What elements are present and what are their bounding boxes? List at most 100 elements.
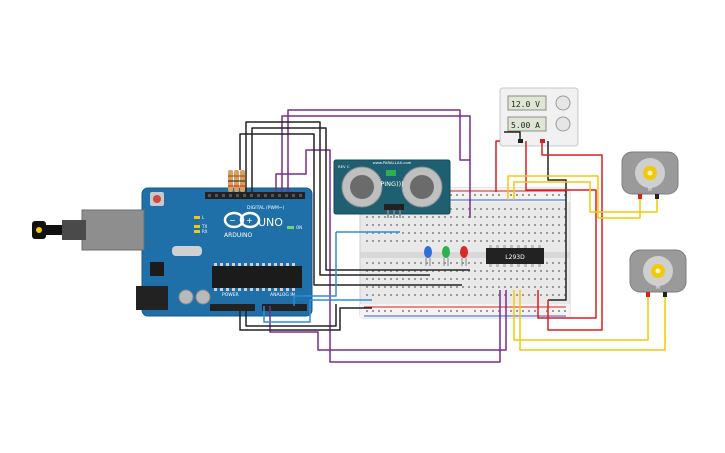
breadboard-hole bbox=[426, 216, 428, 218]
power-header[interactable] bbox=[210, 304, 255, 311]
dc-motor-1[interactable]: M bbox=[621, 151, 679, 199]
breadboard-hole bbox=[474, 286, 476, 288]
breadboard-hole bbox=[468, 294, 470, 296]
rail-hole bbox=[522, 194, 524, 196]
purple-wire bbox=[269, 290, 507, 351]
resistor-array[interactable] bbox=[228, 170, 245, 192]
breadboard-hole bbox=[540, 240, 542, 242]
dc-power-supply[interactable]: 12.0 V 5.00 A bbox=[499, 87, 579, 147]
breadboard-hole bbox=[552, 278, 554, 280]
breadboard-hole bbox=[420, 224, 422, 226]
breadboard-hole bbox=[378, 286, 380, 288]
breadboard-hole bbox=[522, 270, 524, 272]
chip-pin bbox=[220, 263, 223, 266]
breadboard-hole bbox=[480, 232, 482, 234]
rail-hole bbox=[480, 194, 482, 196]
breadboard-hole bbox=[372, 216, 374, 218]
ic-pin bbox=[496, 264, 499, 267]
voltage-knob[interactable] bbox=[555, 95, 571, 111]
rail-hole bbox=[402, 310, 404, 312]
breadboard-hole bbox=[414, 278, 416, 280]
svg-text:+: + bbox=[246, 216, 253, 225]
ic-pin bbox=[538, 245, 541, 248]
breadboard-hole bbox=[372, 262, 374, 264]
breadboard-hole bbox=[432, 240, 434, 242]
breadboard-hole bbox=[498, 240, 500, 242]
breadboard-hole bbox=[528, 208, 530, 210]
breadboard-hole bbox=[534, 224, 536, 226]
ping-ultrasonic-sensor[interactable]: PING))) www.PARALLAX.com REV C bbox=[333, 159, 451, 218]
breadboard-hole bbox=[414, 224, 416, 226]
arduino-uno-board[interactable]: − + UNO ARDUINO DIGITAL (PWM~) L TX RX O… bbox=[32, 187, 313, 317]
digital-pin bbox=[243, 194, 246, 197]
current-knob[interactable] bbox=[555, 116, 571, 132]
blue-wire bbox=[293, 232, 337, 306]
breadboard-hole bbox=[402, 232, 404, 234]
breadboard-hole bbox=[504, 294, 506, 296]
led-blue[interactable] bbox=[424, 246, 432, 266]
breadboard-hole bbox=[384, 286, 386, 288]
breadboard-hole bbox=[564, 270, 566, 272]
breadboard-hole bbox=[540, 216, 542, 218]
breadboard-hole bbox=[462, 216, 464, 218]
breadboard-hole bbox=[468, 208, 470, 210]
rail-hole bbox=[510, 310, 512, 312]
breadboard-hole bbox=[540, 232, 542, 234]
digital-pin bbox=[236, 194, 239, 197]
breadboard-hole bbox=[372, 278, 374, 280]
chip-pin bbox=[292, 288, 295, 291]
breadboard-hole bbox=[534, 278, 536, 280]
purple-wire bbox=[275, 149, 501, 363]
breadboard-hole bbox=[444, 216, 446, 218]
breadboard-hole bbox=[408, 286, 410, 288]
breadboard-hole bbox=[534, 294, 536, 296]
breadboard-hole bbox=[384, 270, 386, 272]
breadboard-hole bbox=[468, 232, 470, 234]
breadboard-hole bbox=[510, 270, 512, 272]
breadboard-hole bbox=[390, 286, 392, 288]
rail-hole bbox=[516, 194, 518, 196]
led-red[interactable] bbox=[460, 246, 468, 266]
rail-hole bbox=[462, 310, 464, 312]
chip-pin bbox=[238, 263, 241, 266]
breadboard-hole bbox=[444, 240, 446, 242]
ic-pin bbox=[531, 264, 534, 267]
reset-button[interactable] bbox=[153, 195, 161, 203]
breadboard-hole bbox=[480, 240, 482, 242]
led-green[interactable] bbox=[442, 246, 450, 266]
rail-hole bbox=[438, 310, 440, 312]
breadboard-hole bbox=[486, 240, 488, 242]
breadboard-hole bbox=[474, 240, 476, 242]
digital-pin bbox=[250, 194, 253, 197]
breadboard-hole bbox=[546, 232, 548, 234]
breadboard-hole bbox=[480, 216, 482, 218]
ic-pin bbox=[538, 264, 541, 267]
analog-header[interactable] bbox=[262, 304, 307, 311]
breadboard-hole bbox=[480, 286, 482, 288]
digital-pin bbox=[299, 194, 302, 197]
breadboard-hole bbox=[474, 270, 476, 272]
l293d-driver-ic[interactable]: L293D bbox=[486, 245, 544, 267]
breadboard-hole bbox=[504, 216, 506, 218]
breadboard-hole bbox=[378, 278, 380, 280]
digital-pin bbox=[222, 194, 225, 197]
chip-pin bbox=[262, 288, 265, 291]
breadboard-hole bbox=[540, 208, 542, 210]
breadboard-hole bbox=[486, 270, 488, 272]
purple-wire bbox=[281, 115, 471, 218]
dc-motor-2[interactable]: M bbox=[629, 249, 687, 297]
breadboard-hole bbox=[564, 294, 566, 296]
ic-pin bbox=[503, 245, 506, 248]
breadboard-hole bbox=[558, 262, 560, 264]
breadboard-hole bbox=[432, 294, 434, 296]
breadboard-hole bbox=[564, 262, 566, 264]
breadboard-hole bbox=[384, 294, 386, 296]
breadboard-hole bbox=[534, 286, 536, 288]
breadboard-hole bbox=[528, 232, 530, 234]
breadboard-hole bbox=[558, 294, 560, 296]
breadboard-hole bbox=[552, 208, 554, 210]
breadboard-hole bbox=[498, 294, 500, 296]
digital-header[interactable] bbox=[205, 192, 305, 199]
breadboard-hole bbox=[510, 286, 512, 288]
